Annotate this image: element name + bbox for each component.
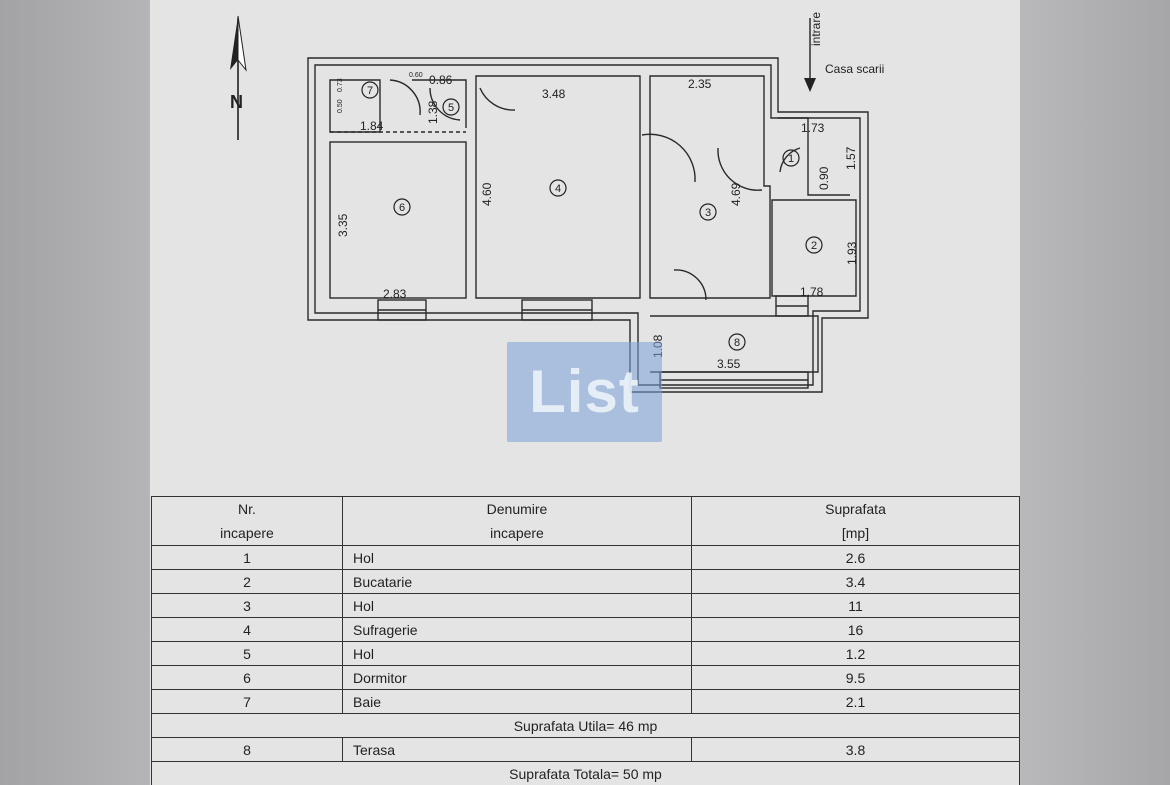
entrance-label: intrare: [809, 12, 823, 46]
north-arrow-icon: [230, 15, 247, 140]
total-area: Suprafata Totala= 50 mp: [151, 761, 1020, 785]
cell-area: 1.2: [691, 641, 1020, 666]
cell-area: 11: [691, 593, 1020, 618]
header-name-line1: Denumire: [486, 501, 548, 517]
dim-label: 1.78: [800, 285, 824, 299]
dim-label: 3.48: [542, 87, 566, 101]
header-name: Denumire incapere: [342, 496, 692, 546]
cell-name: Hol: [342, 641, 692, 666]
header-area: Suprafata [mp]: [691, 496, 1020, 546]
dim-label: 0.50: [337, 99, 344, 113]
room-marker: 2: [811, 240, 817, 252]
cell-name: Dormitor: [342, 665, 692, 690]
dim-label: 0.73: [337, 78, 344, 92]
cell-name: Hol: [342, 593, 692, 618]
cell-nr: 6: [151, 665, 343, 690]
cell-nr: 7: [151, 689, 343, 714]
dim-label: 0.60: [409, 72, 423, 79]
table-row: 6 Dormitor 9.5: [151, 665, 1020, 690]
header-nr: Nr. incapere: [151, 496, 343, 546]
header-nr-line2: incapere: [220, 525, 274, 541]
useful-area-total: Suprafata Utila= 46 mp: [151, 713, 1020, 738]
cell-area: 3.8: [691, 737, 1020, 762]
cell-nr: 1: [151, 545, 343, 570]
north-label: N: [230, 92, 243, 112]
dim-label: 3.35: [336, 213, 350, 237]
dim-label: 1.38: [426, 100, 440, 124]
room-marker: 7: [367, 85, 373, 97]
dim-label: 3.55: [717, 357, 741, 371]
background-right: [1020, 0, 1170, 785]
cell-area: 3.4: [691, 569, 1020, 594]
cell-area: 2.6: [691, 545, 1020, 570]
header-nr-line1: Nr.: [238, 501, 256, 517]
dim-label: 0.90: [817, 166, 831, 190]
dim-label: 4.69: [729, 182, 743, 206]
watermark-text: List: [529, 358, 640, 425]
dim-label: 2.83: [383, 287, 407, 301]
table-row: 2 Bucatarie 3.4: [151, 569, 1020, 594]
header-name-line2: incapere: [490, 525, 544, 541]
header-area-line2: [mp]: [841, 525, 870, 541]
room-marker: 6: [399, 202, 405, 214]
room-marker: 1: [788, 153, 794, 165]
cell-area: 9.5: [691, 665, 1020, 690]
floor-plan-sheet: N intrare Casa scarii 0.86 3.48 2.35 1.3…: [150, 0, 1020, 785]
dim-label: 0.86: [429, 73, 453, 87]
table-row: 8 Terasa 3.8: [151, 737, 1020, 762]
dim-label: 1.93: [845, 241, 859, 265]
watermark-logo: List: [507, 342, 662, 442]
cell-nr: 4: [151, 617, 343, 642]
cell-name: Hol: [342, 545, 692, 570]
table-row: 3 Hol 11: [151, 593, 1020, 618]
summary-row-total: Suprafata Totala= 50 mp: [151, 761, 1020, 785]
room-marker: 5: [448, 102, 454, 114]
cell-nr: 5: [151, 641, 343, 666]
floor-plan-drawing: N intrare Casa scarii 0.86 3.48 2.35 1.3…: [230, 12, 884, 393]
room-marker: 3: [705, 207, 711, 219]
table-row: 5 Hol 1.2: [151, 641, 1020, 666]
background-left: [0, 0, 150, 785]
header-area-line1: Suprafata: [825, 501, 886, 517]
summary-row-useful: Suprafata Utila= 46 mp: [151, 713, 1020, 738]
dim-label: 1.84: [360, 119, 384, 133]
entrance-arrow-icon: [804, 18, 816, 92]
cell-name: Baie: [342, 689, 692, 714]
table-row: 7 Baie 2.1: [151, 689, 1020, 714]
table-header-row: Nr. incapere Denumire incapere Suprafata…: [151, 496, 1020, 546]
cell-nr: 2: [151, 569, 343, 594]
room-marker: 4: [555, 183, 561, 195]
dim-label: 4.60: [480, 182, 494, 206]
table-row: 4 Sufragerie 16: [151, 617, 1020, 642]
cell-name: Bucatarie: [342, 569, 692, 594]
table-row: 1 Hol 2.6: [151, 545, 1020, 570]
room-area-table: Nr. incapere Denumire incapere Suprafata…: [151, 496, 1020, 785]
room-marker: 8: [734, 337, 740, 349]
cell-area: 16: [691, 617, 1020, 642]
dim-label: 2.35: [688, 77, 712, 91]
dim-label: 1.57: [844, 146, 858, 170]
cell-nr: 8: [151, 737, 343, 762]
dim-label: 1.73: [801, 121, 825, 135]
cell-name: Terasa: [342, 737, 692, 762]
cell-name: Sufragerie: [342, 617, 692, 642]
cell-area: 2.1: [691, 689, 1020, 714]
stairwell-label: Casa scarii: [825, 62, 884, 76]
cell-nr: 3: [151, 593, 343, 618]
